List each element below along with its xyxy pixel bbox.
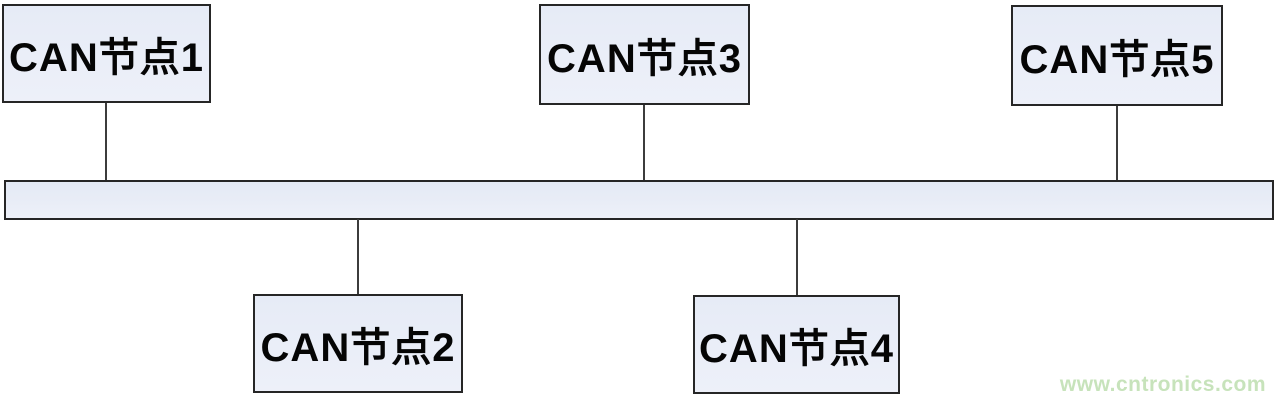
node-label-can2: CAN节点2 (260, 325, 456, 370)
node-label-can3: CAN节点3 (547, 36, 742, 81)
node-label-can5: CAN节点5 (1019, 37, 1215, 82)
connector-line-can3 (643, 105, 645, 181)
node-label-can1: CAN节点1 (9, 35, 204, 80)
connector-line-can4 (796, 219, 798, 296)
connector-line-can2 (357, 219, 359, 295)
bus-bar (4, 180, 1274, 220)
node-box-can2: CAN节点2 (253, 294, 463, 393)
node-box-can4: CAN节点4 (693, 295, 900, 394)
node-label-can4: CAN节点4 (699, 326, 894, 371)
watermark-text: www.cntronics.com (1059, 373, 1266, 396)
node-box-can3: CAN节点3 (539, 4, 750, 105)
connector-line-can1 (105, 103, 107, 181)
node-box-can1: CAN节点1 (2, 4, 211, 103)
node-box-can5: CAN节点5 (1011, 5, 1223, 106)
connector-line-can5 (1116, 106, 1118, 181)
